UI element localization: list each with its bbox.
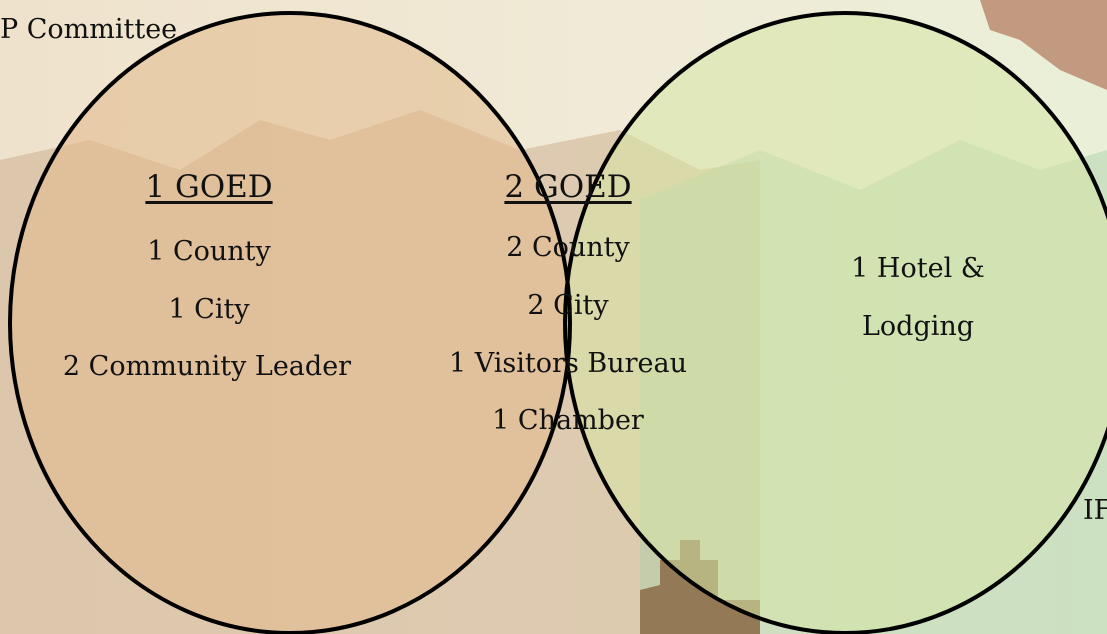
overlap-heading: 2 GOED [504, 169, 632, 205]
left-set-fill [10, 13, 570, 633]
left-set-circle [8, 11, 572, 634]
right-set-item: 1 Hotel & [851, 253, 985, 284]
left-set-item: 2 Community Leader [62, 351, 352, 382]
right-set-fill [565, 13, 1107, 633]
left-set-heading: 1 GOED [145, 169, 273, 205]
top-left-label: P Committee [0, 14, 178, 45]
map-patch-shape [980, 0, 1107, 90]
right-set-circle [563, 11, 1107, 634]
bottom-right-label: IF [1083, 495, 1107, 526]
left-set-item: 1 County [147, 236, 271, 267]
overlap-item: 2 City [527, 290, 609, 321]
overlap-item: 1 Chamber [492, 405, 644, 436]
right-set-item: Lodging [861, 311, 975, 342]
left-set-item: 1 City [168, 294, 250, 325]
overlap-item: 2 County [506, 232, 630, 263]
overlap-item: 1 Visitors Bureau [449, 348, 687, 379]
